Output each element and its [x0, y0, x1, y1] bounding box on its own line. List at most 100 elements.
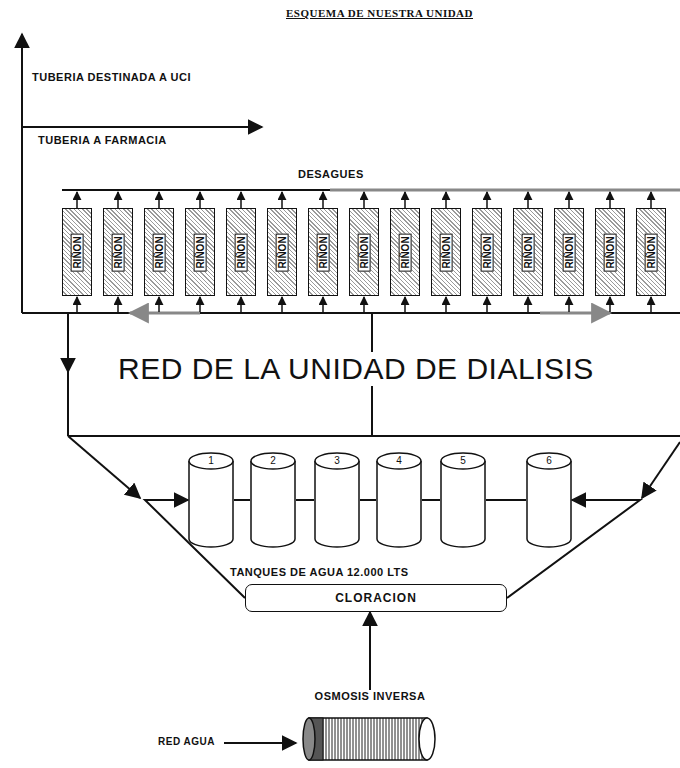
- feed-arrow-right: [642, 442, 680, 498]
- outlet-arrow: [322, 192, 324, 208]
- outlet-arrow: [445, 192, 447, 208]
- pipe-connector: [369, 612, 371, 690]
- dialyzer-label: RIÑON: [276, 233, 289, 271]
- pharmacy-pipe: [22, 126, 262, 128]
- reverse-osmosis-unit: OSMOSIS INVERSA: [295, 690, 445, 766]
- pipe-label: TUBERIA A FARMACIA: [36, 134, 169, 146]
- pipe-connector: [234, 499, 250, 501]
- drain-line: [62, 189, 680, 191]
- inlet-arrow: [404, 297, 406, 312]
- tank-number: 4: [376, 454, 422, 468]
- inlet-arrow: [76, 297, 78, 312]
- flow-line: [330, 189, 680, 192]
- pipe-label: TUBERIA DESTINADA A UCI: [30, 71, 193, 83]
- dialyzer-label: RIÑON: [235, 233, 248, 271]
- dialyzer-box: RIÑON: [226, 208, 256, 296]
- inlet-arrow: [117, 297, 119, 312]
- inlet-arrow: [240, 297, 242, 312]
- tank-outline: [250, 452, 296, 548]
- dialyzer-label: RIÑON: [522, 233, 535, 271]
- dialyzer-label: RIÑON: [399, 233, 412, 271]
- water-tank: 3: [314, 452, 360, 548]
- dialyzer-box: RIÑON: [595, 208, 625, 296]
- drain-label: DESAGUES: [296, 168, 366, 180]
- dialyzer-label: RIÑON: [645, 233, 658, 271]
- osmosis-cylinder: [295, 712, 445, 764]
- dialyzer-box: RIÑON: [636, 208, 666, 296]
- dialyzer-box: RIÑON: [390, 208, 420, 296]
- outlet-arrow: [240, 192, 242, 208]
- inlet-arrow: [158, 297, 160, 312]
- water-tank: 4: [376, 452, 422, 548]
- inlet-arrow: [363, 297, 365, 312]
- dialyzer-label: RIÑON: [358, 233, 371, 271]
- pipe-connector: [360, 499, 376, 501]
- outlet-arrow: [363, 192, 365, 208]
- dialyzer-box: RIÑON: [349, 208, 379, 296]
- pipe-connector: [422, 499, 440, 501]
- tank-number: 5: [440, 454, 486, 468]
- pipe-connector: [486, 499, 526, 501]
- dialyzer-box: RIÑON: [103, 208, 133, 296]
- tank-outline: [526, 452, 572, 548]
- dialyzer-label: RIÑON: [440, 233, 453, 271]
- tank-number: 1: [188, 454, 234, 468]
- inlet-arrow: [486, 297, 488, 312]
- uci-pipe: [21, 34, 23, 313]
- inlet-arrow: [281, 297, 283, 312]
- water-tank: 6: [526, 452, 572, 548]
- water-tank: 1: [188, 452, 234, 548]
- water-tank: 5: [440, 452, 486, 548]
- inlet-arrow: [527, 297, 529, 312]
- dialyzer-label: RIÑON: [604, 233, 617, 271]
- chlorination-label: CLORACION: [335, 591, 417, 605]
- outlet-arrow: [281, 192, 283, 208]
- dialyzer-label: RIÑON: [153, 233, 166, 271]
- diagram-title: ESQUEMA DE NUESTRA UNIDAD: [284, 7, 475, 19]
- dialyzer-box: RIÑON: [144, 208, 174, 296]
- feed-arrow-left: [68, 436, 140, 498]
- water-inlet-arrow: [224, 742, 296, 744]
- dialyzer-box: RIÑON: [554, 208, 584, 296]
- return-pipe-left: [67, 370, 69, 436]
- dialyzer-box: RIÑON: [513, 208, 543, 296]
- osmosis-label: OSMOSIS INVERSA: [295, 690, 445, 702]
- outlet-arrow: [650, 192, 652, 208]
- outlet-arrow: [527, 192, 529, 208]
- return-pipe-left: [67, 313, 69, 372]
- water-tank: 2: [250, 452, 296, 548]
- outlet-arrow: [158, 192, 160, 208]
- dialyzer-label: RIÑON: [317, 233, 330, 271]
- tank-feed-line: [68, 435, 680, 437]
- dialyzer-box: RIÑON: [185, 208, 215, 296]
- tank-number: 2: [250, 454, 296, 468]
- outlet-arrow: [199, 192, 201, 208]
- dialyzer-box: RIÑON: [308, 208, 338, 296]
- flow-arrow: [540, 312, 610, 315]
- dialyzer-box: RIÑON: [472, 208, 502, 296]
- outlet-arrow: [568, 192, 570, 208]
- water-supply-label: RED AGUA: [156, 736, 217, 747]
- supply-line: [22, 312, 680, 314]
- dialyzer-label: RIÑON: [112, 233, 125, 271]
- outlet-arrow: [486, 192, 488, 208]
- flow-arrow: [130, 312, 200, 315]
- inlet-arrow: [568, 297, 570, 312]
- inlet-arrow: [650, 297, 652, 312]
- dialyzer-box: RIÑON: [267, 208, 297, 296]
- outlet-arrow: [76, 192, 78, 208]
- tank-label: TANQUES DE AGUA 12.000 LTS: [228, 566, 411, 578]
- dialyzer-label: RIÑON: [194, 233, 207, 271]
- tank-number: 3: [314, 454, 360, 468]
- inlet-arrow: [322, 297, 324, 312]
- tank-outline: [440, 452, 486, 548]
- pipe-connector: [296, 499, 314, 501]
- dialyzer-box: RIÑON: [431, 208, 461, 296]
- inlet-arrow: [445, 297, 447, 312]
- dialyzer-box: RIÑON: [62, 208, 92, 296]
- outlet-arrow: [609, 192, 611, 208]
- tank-outline: [376, 452, 422, 548]
- outlet-arrow: [117, 192, 119, 208]
- dialyzer-label: RIÑON: [563, 233, 576, 271]
- inlet-arrow: [199, 297, 201, 312]
